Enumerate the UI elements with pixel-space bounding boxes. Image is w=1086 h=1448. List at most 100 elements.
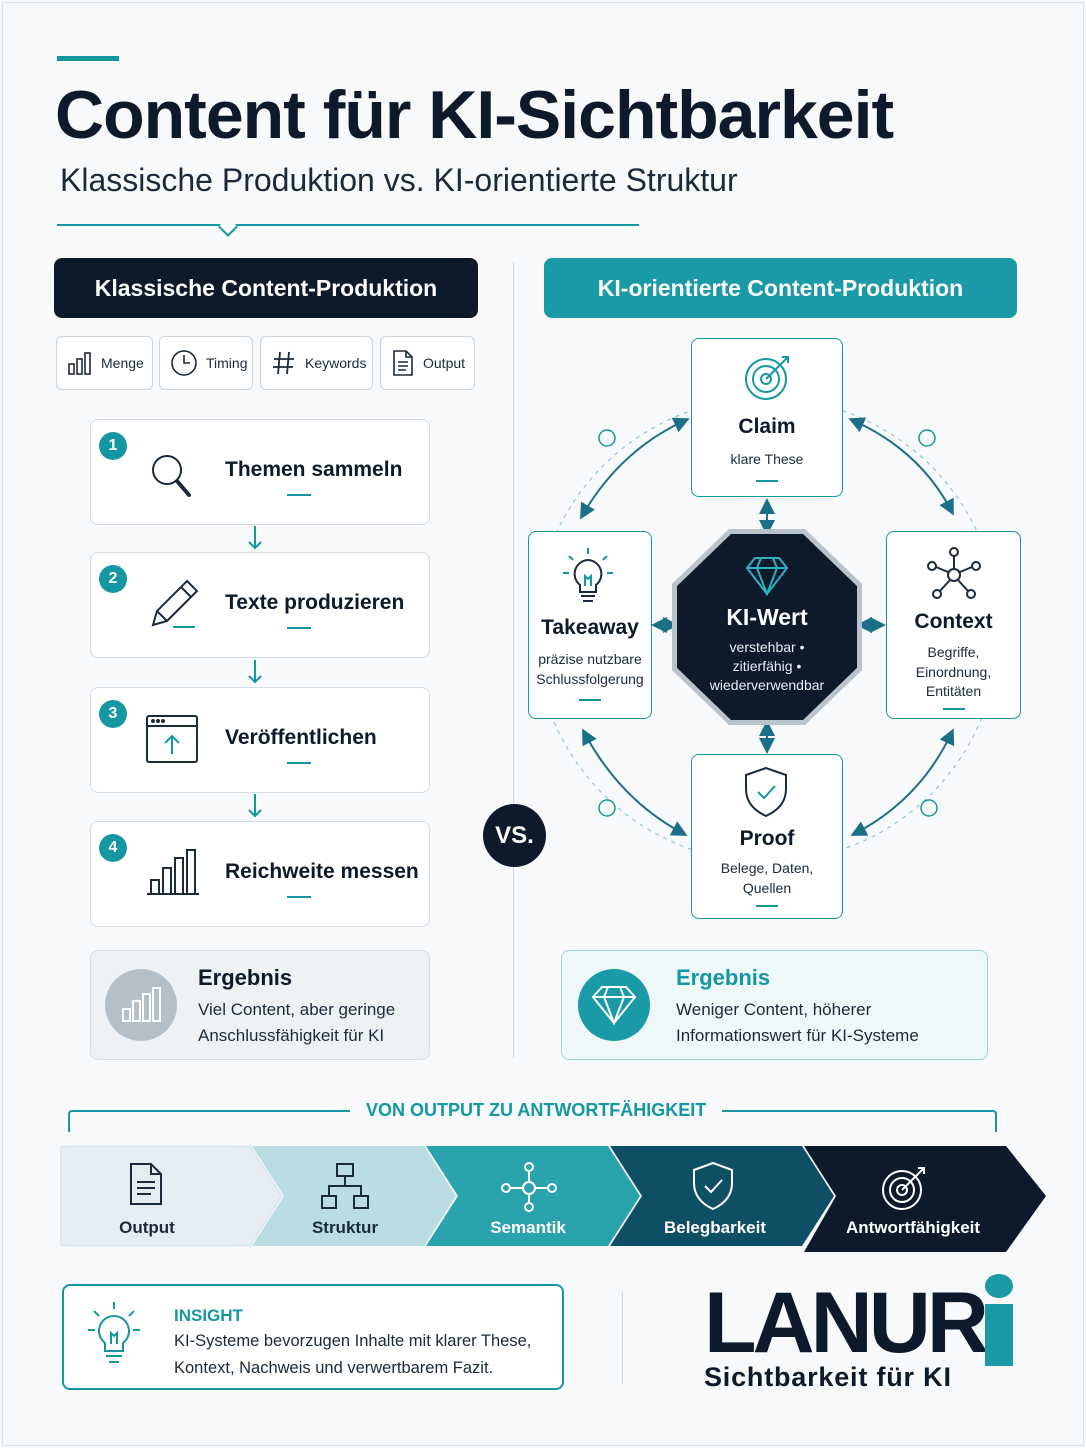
result-line-1: Weniger Content, höherer xyxy=(676,1000,872,1019)
shield-check-icon xyxy=(693,1161,733,1211)
hierarchy-icon xyxy=(321,1163,369,1209)
insight-line-1: KI-Systeme bevorzugen Inhalte mit klarer… xyxy=(174,1332,532,1350)
document-icon xyxy=(130,1163,162,1205)
process-step-label: Belegbarkeit xyxy=(663,1218,767,1237)
process-chevrons xyxy=(60,1145,1046,1252)
result-icon-circle xyxy=(105,969,177,1041)
node-dash xyxy=(756,905,778,907)
node-title: Takeaway xyxy=(541,616,639,639)
ki-wert-octagon: KI-Wert verstehbar • zitierfähig • wiede… xyxy=(677,534,857,720)
result-line-2: Anschlussfähigkeit für KI xyxy=(198,1026,385,1045)
step-number: 2 xyxy=(99,565,127,593)
logo-tagline: Sichtbarkeit für KI xyxy=(704,1362,952,1392)
subtitle-underline xyxy=(57,224,639,226)
document-icon xyxy=(393,350,413,376)
node-subtitle-1: Begriffe, xyxy=(927,644,980,660)
footer-separator xyxy=(622,1292,623,1384)
node-subtitle-1: Belege, Daten, xyxy=(720,860,814,876)
chip-label: Menge xyxy=(101,355,144,371)
step-card-4: 4 Reichweite messen xyxy=(90,821,430,927)
bar-chart-icon xyxy=(122,987,161,1022)
chevron-antwortfaehigkeit xyxy=(804,1146,1046,1252)
chevron-semantik xyxy=(426,1146,640,1246)
step-label: Themen sammeln xyxy=(225,458,403,481)
magnifier-icon xyxy=(152,455,191,497)
result-title: Ergebnis xyxy=(198,965,293,990)
down-arrow-icon xyxy=(248,794,262,818)
step-dash xyxy=(287,896,311,898)
page-subtitle: Klassische Produktion vs. KI-orientierte… xyxy=(60,162,738,198)
ai-result-box: Ergebnis Weniger Content, höherer Inform… xyxy=(561,950,988,1060)
bar-chart-icon xyxy=(68,352,91,375)
lightbulb-icon xyxy=(563,548,613,602)
node-title: Proof xyxy=(739,827,795,850)
insight-box: INSIGHT KI-Systeme bevorzugen Inhalte mi… xyxy=(62,1284,564,1390)
center-line-1: verstehbar • xyxy=(729,639,805,655)
step-card-3: 3 Veröffentlichen xyxy=(90,687,430,793)
process-step-label: Antwortfähigkeit xyxy=(845,1218,981,1237)
chip-output: Output xyxy=(380,336,475,390)
node-subtitle-2: Einordnung, xyxy=(915,664,992,680)
chip-label: Output xyxy=(423,355,466,371)
takeaway-node: Takeaway präzise nutzbare Schlussfolgeru… xyxy=(528,531,652,719)
result-title: Ergebnis xyxy=(676,965,771,990)
upload-window-icon xyxy=(146,715,198,763)
claim-node: Claim klare These xyxy=(691,338,843,497)
diamond-icon xyxy=(591,986,637,1025)
column-divider xyxy=(513,262,514,1058)
node-title: Context xyxy=(914,610,993,633)
vs-badge: VS. xyxy=(483,804,546,867)
pencil-icon xyxy=(151,579,199,628)
ai-heading: KI-orientierte Content-Produktion xyxy=(544,258,1017,318)
insight-line-2: Kontext, Nachweis und verwertbarem Fazit… xyxy=(174,1359,494,1377)
center-title: KI-Wert xyxy=(726,604,808,630)
node-dash xyxy=(756,480,778,482)
chip-label: Keywords xyxy=(305,355,367,371)
node-subtitle-3: Entitäten xyxy=(925,683,982,699)
step-label: Reichweite messen xyxy=(225,860,419,883)
lightbulb-icon xyxy=(88,1302,140,1363)
node-subtitle: klare These xyxy=(730,451,804,467)
node-title: Claim xyxy=(738,415,796,438)
step-label: Veröffentlichen xyxy=(225,726,377,749)
process-step-label: Semantik xyxy=(490,1218,566,1237)
chevron-belegbarkeit xyxy=(610,1146,834,1246)
insight-title: INSIGHT xyxy=(174,1306,243,1325)
classic-result-box: Ergebnis Viel Content, aber geringe Ansc… xyxy=(90,950,430,1060)
result-line-1: Viel Content, aber geringe xyxy=(198,1000,396,1019)
process-label: VON OUTPUT ZU ANTWORTFÄHIGKEIT xyxy=(350,1100,723,1121)
node-subtitle-1: präzise nutzbare xyxy=(538,651,642,667)
proof-node: Proof Belege, Daten, Quellen xyxy=(691,754,843,919)
network-icon xyxy=(501,1162,557,1212)
target-icon xyxy=(882,1167,925,1210)
chip-keywords: Keywords xyxy=(260,336,373,390)
chip-menge: Menge xyxy=(56,336,153,390)
hashtag-icon xyxy=(273,351,294,375)
title-accent-bar xyxy=(57,56,119,61)
node-subtitle-2: Schlussfolgerung xyxy=(536,671,644,687)
logo-i-stem xyxy=(985,1304,1013,1366)
node-subtitle-2: Quellen xyxy=(742,880,792,896)
result-icon-circle xyxy=(578,969,650,1041)
process-step-label: Struktur xyxy=(311,1218,379,1237)
logo-wordmark: LANUR xyxy=(704,1275,989,1371)
step-dash xyxy=(287,494,311,496)
logo-i-dot xyxy=(985,1274,1013,1298)
down-arrow-icon xyxy=(248,526,262,550)
step-dash xyxy=(287,627,311,629)
down-arrow-icon xyxy=(248,660,262,684)
step-card-1: 1 Themen sammeln xyxy=(90,419,430,525)
process-step-label: Output xyxy=(119,1218,175,1237)
chevron-output xyxy=(60,1145,283,1247)
node-dash xyxy=(579,699,601,701)
step-card-2: 2 Texte produzieren xyxy=(90,552,430,658)
diamond-icon xyxy=(745,557,789,596)
clock-icon xyxy=(171,350,197,376)
center-line-3: wiederverwendbar xyxy=(709,677,825,693)
network-icon xyxy=(927,547,981,599)
node-dash xyxy=(943,708,965,710)
chip-timing: Timing xyxy=(159,336,253,390)
classic-heading: Klassische Content-Produktion xyxy=(54,258,478,318)
step-number: 1 xyxy=(99,432,127,460)
